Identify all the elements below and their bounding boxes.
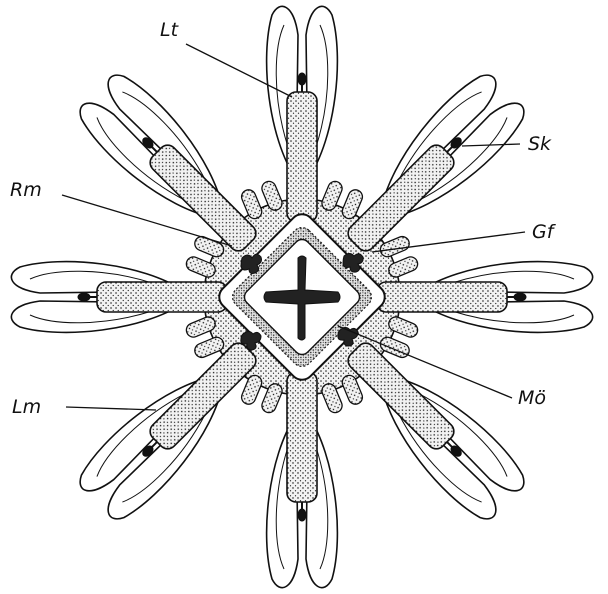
radial-canal xyxy=(377,282,507,312)
leader-lm xyxy=(66,407,156,410)
canal-body xyxy=(287,92,317,222)
canal-body xyxy=(97,282,227,312)
radial-canal xyxy=(287,372,317,502)
radial-canal xyxy=(97,282,227,312)
sense-club xyxy=(298,73,306,92)
sense-club xyxy=(507,293,526,301)
label-mo: Mö xyxy=(518,387,546,409)
radial-canal xyxy=(287,92,317,222)
canal-body xyxy=(287,372,317,502)
label-lt: Lt xyxy=(160,19,180,41)
label-rm: Rm xyxy=(10,179,42,201)
sense-club xyxy=(298,502,306,521)
label-gf: Gf xyxy=(532,221,557,243)
canal-body xyxy=(377,282,507,312)
label-lm: Lm xyxy=(12,396,41,418)
label-sk: Sk xyxy=(528,133,552,155)
sense-club xyxy=(78,293,97,301)
